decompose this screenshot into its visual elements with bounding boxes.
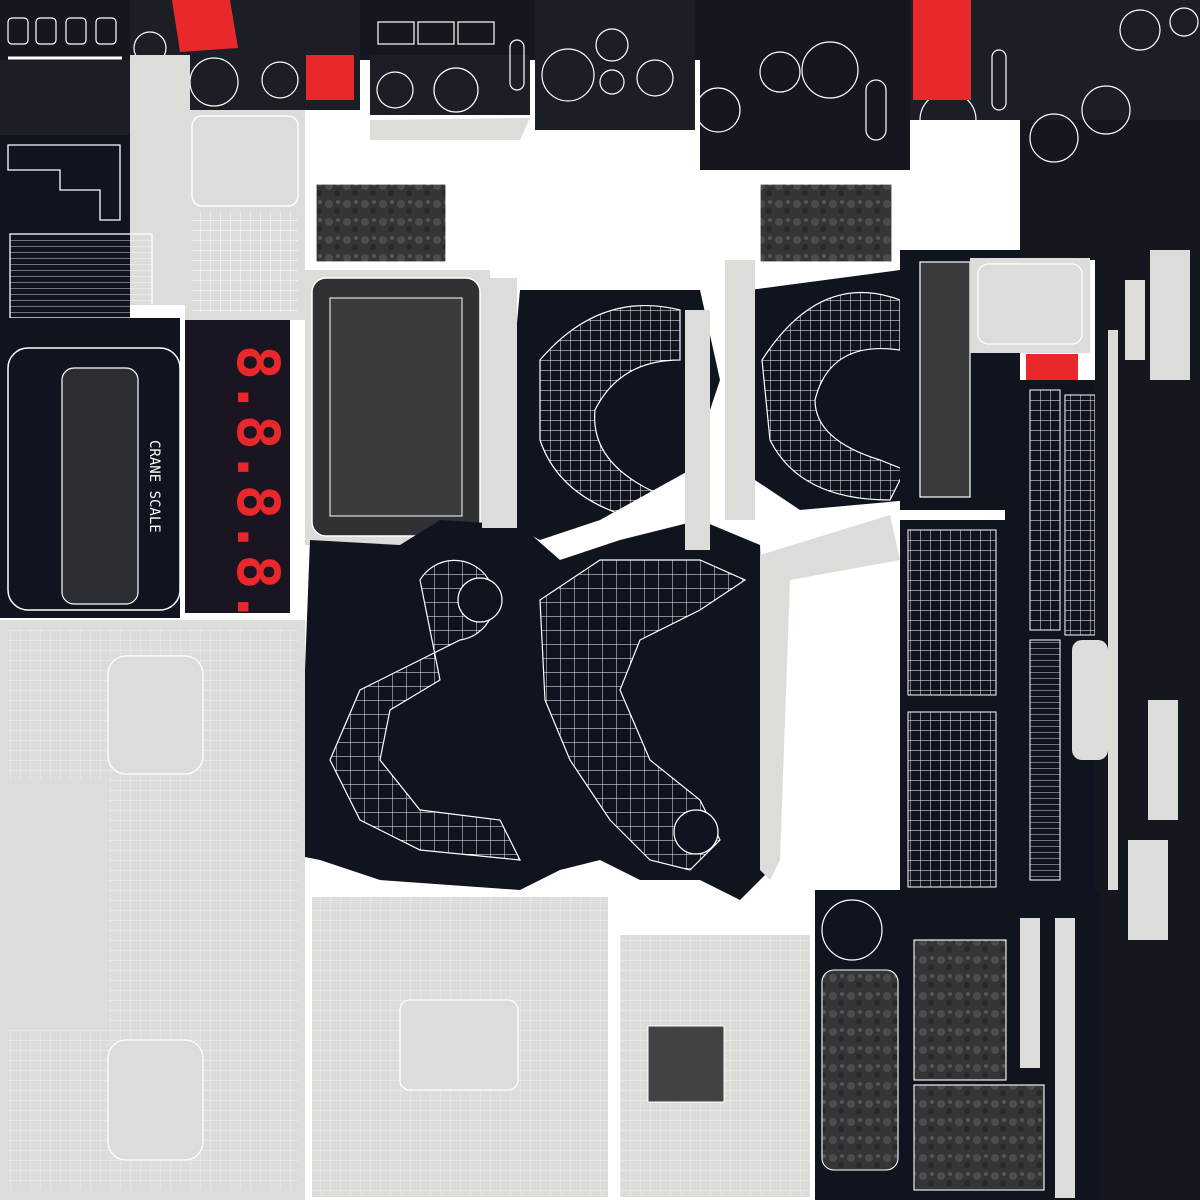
red-accent-pieces [172,0,1200,814]
bottom-middle-panels [312,897,810,1197]
bottom-right-blocks [815,890,1200,1200]
right-columns [900,250,1200,1200]
display-digits: 8.8.8.8.8 [224,345,292,659]
left-column: CRANE SCALE [0,55,190,618]
light-strips [370,118,900,880]
bottom-left-panel [0,620,305,1200]
hook-island [270,270,910,900]
frame-panels [185,110,893,545]
top-parts-strip [0,0,1200,260]
digital-display: 8.8.8.8.8 [185,318,292,659]
side-text: CRANE SCALE [146,440,162,533]
